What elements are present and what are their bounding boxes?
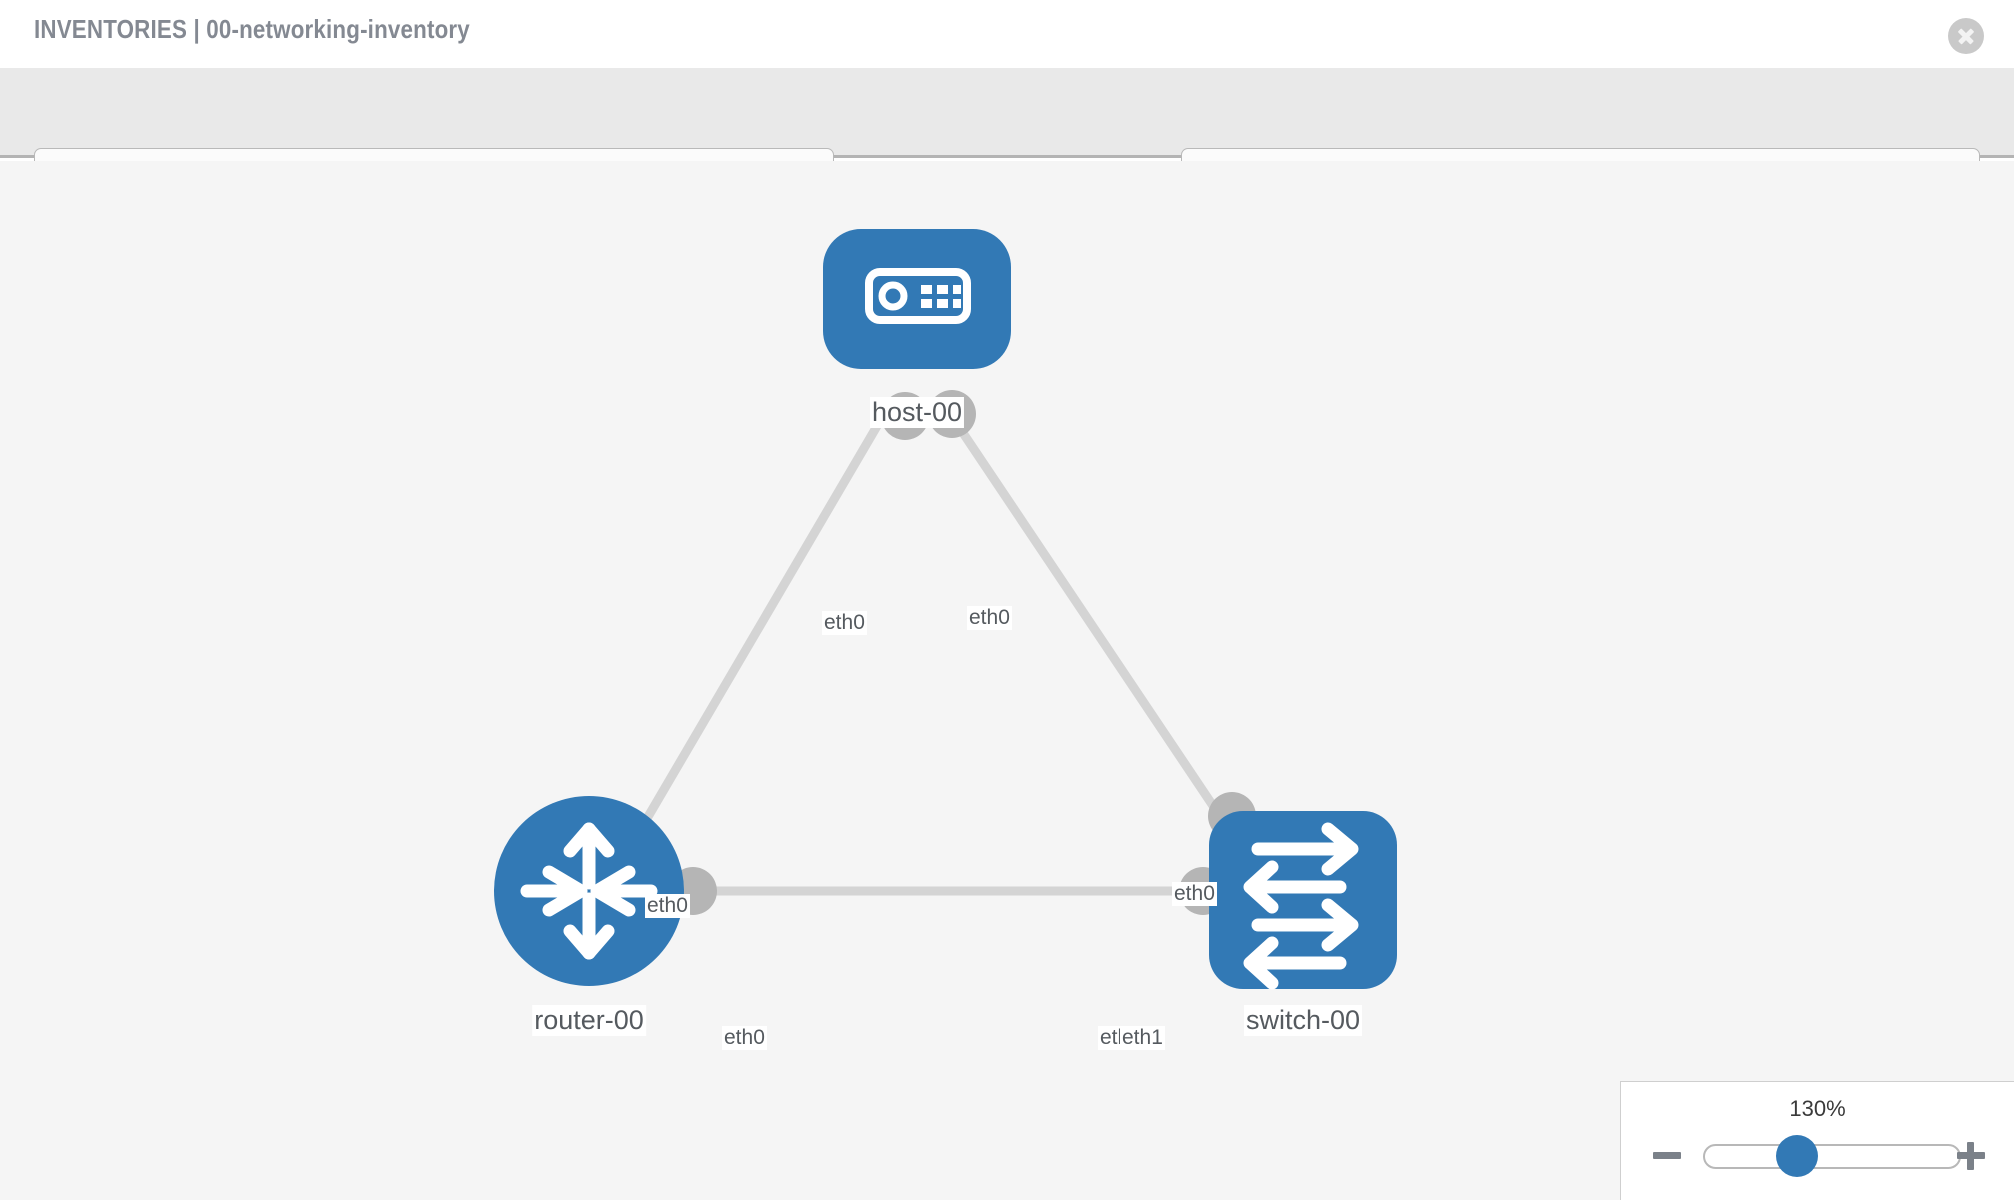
router-icon [520, 822, 658, 960]
page-header: INVENTORIES | 00-networking-inventory [0, 0, 2014, 68]
zoom-percent-label: 130% [1789, 1096, 1846, 1121]
link-router-host [621, 418, 884, 859]
graph-connectors [669, 390, 1256, 915]
node-router-00 [494, 796, 684, 986]
zoom-out-button[interactable] [1651, 1140, 1683, 1172]
iface-label: eth0 [822, 611, 867, 635]
graph-links [620, 418, 1254, 896]
node-label-host-00: host-00 [869, 397, 965, 428]
iface-label: eth0 [967, 606, 1012, 630]
topology-canvas[interactable]: host-00 router-00 switch-00 eth0 eth0 et… [0, 161, 2014, 1200]
toolbar: ACTIONS SEARCH [0, 68, 2014, 202]
node-label-switch-00: switch-00 [1243, 1005, 1363, 1036]
node-label-router-00: router-00 [532, 1005, 646, 1036]
zoom-slider-track[interactable] [1703, 1144, 1961, 1169]
topology-graph [494, 229, 1397, 990]
iface-label: eth0 [722, 1026, 767, 1050]
zoom-slider-thumb[interactable] [1776, 1135, 1818, 1177]
host-icon [865, 268, 971, 324]
close-icon[interactable] [1948, 18, 1984, 54]
node-host-00 [823, 229, 1011, 369]
switch-icon [1243, 822, 1359, 990]
page-title: INVENTORIES | 00-networking-inventory [34, 14, 470, 44]
zoom-control: 130% [1620, 1081, 2014, 1200]
node-switch-00 [1209, 811, 1397, 990]
zoom-in-button[interactable] [1955, 1140, 1987, 1172]
iface-label: eth1 [1120, 1026, 1165, 1050]
iface-label: eth0 [645, 894, 690, 918]
link-host-switch [951, 418, 1254, 864]
iface-label: eth0 [1172, 882, 1217, 906]
